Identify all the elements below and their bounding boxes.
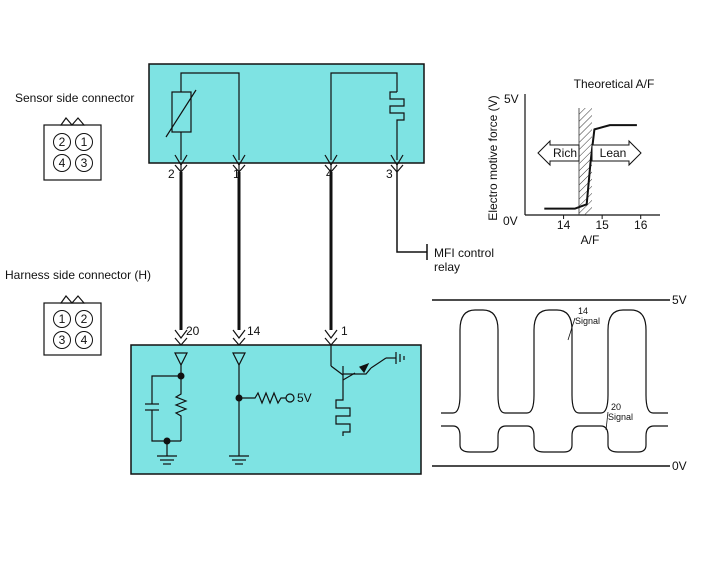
- harness-wires: [179, 172, 333, 330]
- harness-pin: 4: [81, 333, 88, 347]
- af-chart-ytop: 5V: [504, 92, 519, 106]
- variable-resistor-icon: [165, 72, 240, 160]
- ground-icon: [157, 441, 177, 465]
- sensor-pin-label: 1: [233, 167, 240, 181]
- relay-label-line1: MFI control: [434, 246, 494, 260]
- ecm-pin-label: 1: [341, 324, 348, 338]
- af-x-tick-label: 15: [595, 218, 609, 232]
- af-chart-xlabel: A/F: [581, 233, 600, 247]
- af-x-tick-label: 14: [557, 218, 571, 232]
- af-chart-lines: [544, 124, 637, 210]
- heater-coil-icon: [335, 386, 351, 436]
- sensor-pin-label: 2: [168, 167, 175, 181]
- af-chart-title: Theoretical A/F: [574, 77, 655, 91]
- resistor-icon: [239, 391, 295, 405]
- signal-14-word: Signal: [575, 316, 600, 326]
- sensor-pin: 3: [81, 156, 88, 170]
- harness-pin: 1: [59, 312, 66, 326]
- sensor-connector-icon: 2 1 4 3: [43, 117, 102, 181]
- waveform-5v-label: 5V: [672, 293, 687, 307]
- transistor-icon: [330, 345, 405, 386]
- signal-20-leader: [605, 411, 609, 431]
- harness-pin: 3: [59, 333, 66, 347]
- harness-connector-icon: 1 2 3 4: [43, 295, 102, 356]
- rich-arrow: Rich: [537, 139, 580, 167]
- sensor-pin-label: 3: [386, 167, 393, 181]
- signal-20-word: Signal: [608, 412, 633, 422]
- relay-wire: [396, 172, 428, 260]
- sensor-pin: 1: [81, 135, 88, 149]
- signal-20-number: 20: [611, 402, 621, 412]
- sensor-block: [148, 63, 425, 164]
- harness-pin: 2: [81, 312, 88, 326]
- signal-14-trace: [441, 309, 668, 414]
- af-series-line: [544, 124, 637, 210]
- heater-coil-icon: [330, 72, 405, 160]
- sensor-pin: 2: [59, 135, 66, 149]
- af-chart-ylabel: Electro motive force (V): [486, 95, 500, 220]
- supply-label: 5V: [297, 391, 312, 405]
- harness-connector-title: Harness side connector (H): [5, 268, 151, 282]
- signal-20-trace: [441, 425, 668, 453]
- signal-14-number: 14: [578, 306, 588, 316]
- sensor-connector-title: Sensor side connector: [15, 91, 134, 105]
- ecm-pin-label: 20: [186, 324, 200, 338]
- signal-14-leader: [567, 317, 576, 341]
- af-x-tick-label: 16: [634, 218, 648, 232]
- rich-label: Rich: [553, 146, 577, 160]
- af-chart-ybottom: 0V: [503, 214, 518, 228]
- ecm-pin-label: 14: [247, 324, 261, 338]
- sensor-pin: 4: [59, 156, 66, 170]
- pullup-circuit: [229, 352, 249, 465]
- resistor-icon: [174, 376, 188, 441]
- relay-label-line2: relay: [434, 260, 460, 274]
- capacitor-icon: [145, 352, 188, 442]
- signal-waveform: 5V 0V 14 Signal 20 Signal: [432, 293, 687, 473]
- waveform-0v-label: 0V: [672, 459, 687, 473]
- af-chart: Theoretical A/F Electro motive force (V)…: [486, 77, 660, 247]
- lean-label: Lean: [600, 146, 627, 160]
- lean-arrow: Lean: [591, 139, 642, 167]
- af-chart-ticks: 14 15 16: [557, 215, 648, 232]
